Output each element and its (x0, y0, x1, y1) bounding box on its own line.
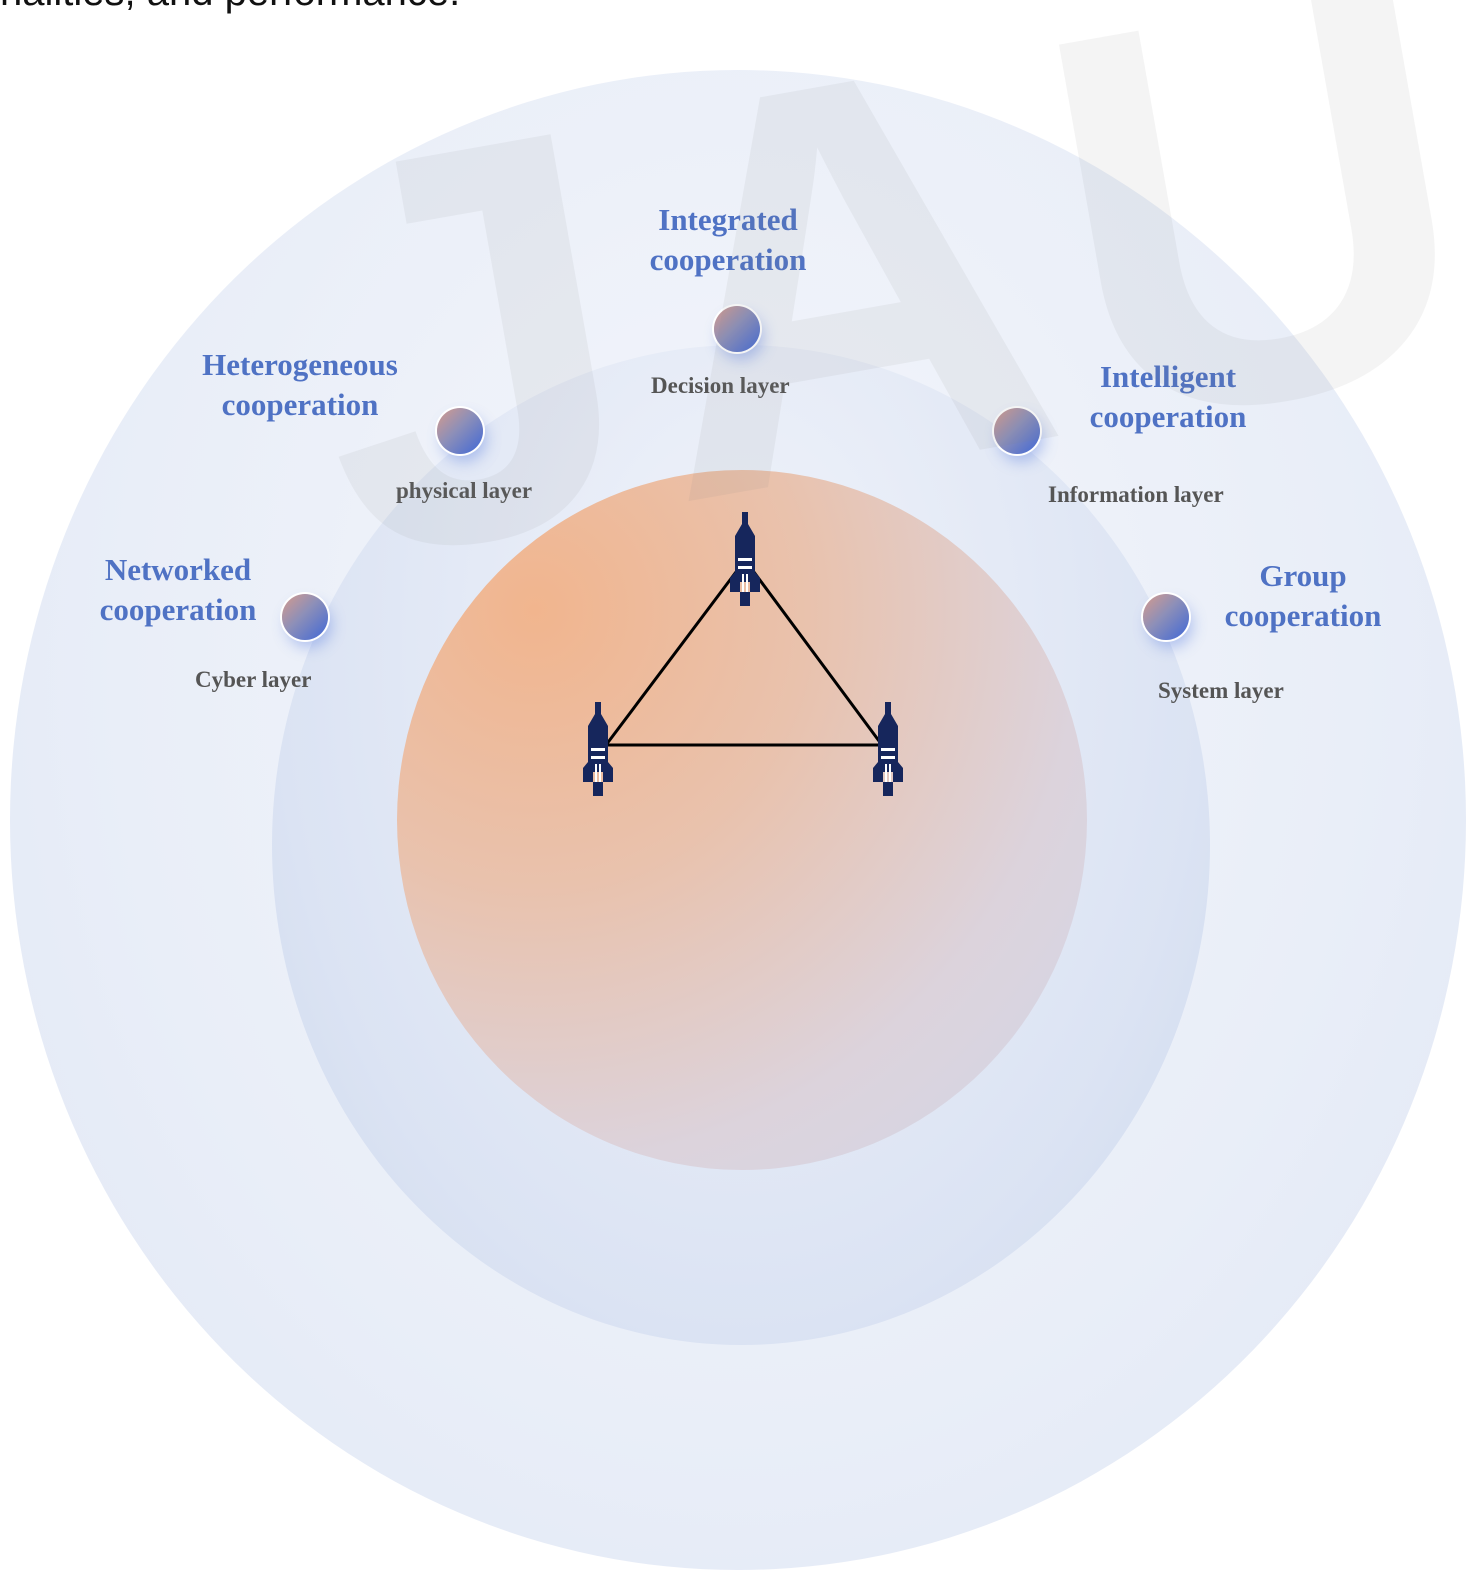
heterogeneous-node-dot (437, 408, 483, 454)
label-line-2: cooperation (99, 592, 257, 627)
label-line-2: cooperation (1224, 598, 1382, 633)
group-cooperation-label: Group cooperation (1205, 556, 1401, 636)
formation-triangle (602, 557, 885, 747)
header-text: nalities, and performance. (0, 0, 460, 15)
physical-layer-label: physical layer (396, 478, 533, 503)
intelligent-node-dot (994, 408, 1040, 454)
group-node-dot (1143, 594, 1189, 640)
networked-node-dot (282, 594, 328, 640)
rocket-icon (873, 702, 903, 796)
integrated-node-dot (714, 306, 760, 352)
label-line-2: cooperation (1089, 399, 1247, 434)
system-layer-label: System layer (1158, 678, 1284, 703)
information-layer-label: Information layer (1048, 482, 1224, 507)
networked-cooperation-label: Networked cooperation (80, 550, 276, 630)
intelligent-cooperation-label: Intelligent cooperation (1068, 357, 1268, 437)
rocket-icon (583, 702, 613, 796)
formation-diagram (583, 512, 903, 796)
cyber-layer-label: Cyber layer (195, 667, 312, 692)
label-line-1: Heterogeneous (202, 347, 398, 382)
heterogeneous-cooperation-label: Heterogeneous cooperation (170, 345, 430, 425)
label-line-1: Group (1259, 558, 1347, 593)
integrated-cooperation-label: Integrated cooperation (628, 200, 828, 280)
decision-layer-label: Decision layer (651, 373, 790, 398)
label-line-1: Networked (104, 552, 252, 587)
label-line-2: cooperation (649, 242, 807, 277)
label-line-1: Integrated (658, 202, 798, 237)
label-line-2: cooperation (221, 387, 379, 422)
label-line-1: Intelligent (1099, 359, 1237, 394)
